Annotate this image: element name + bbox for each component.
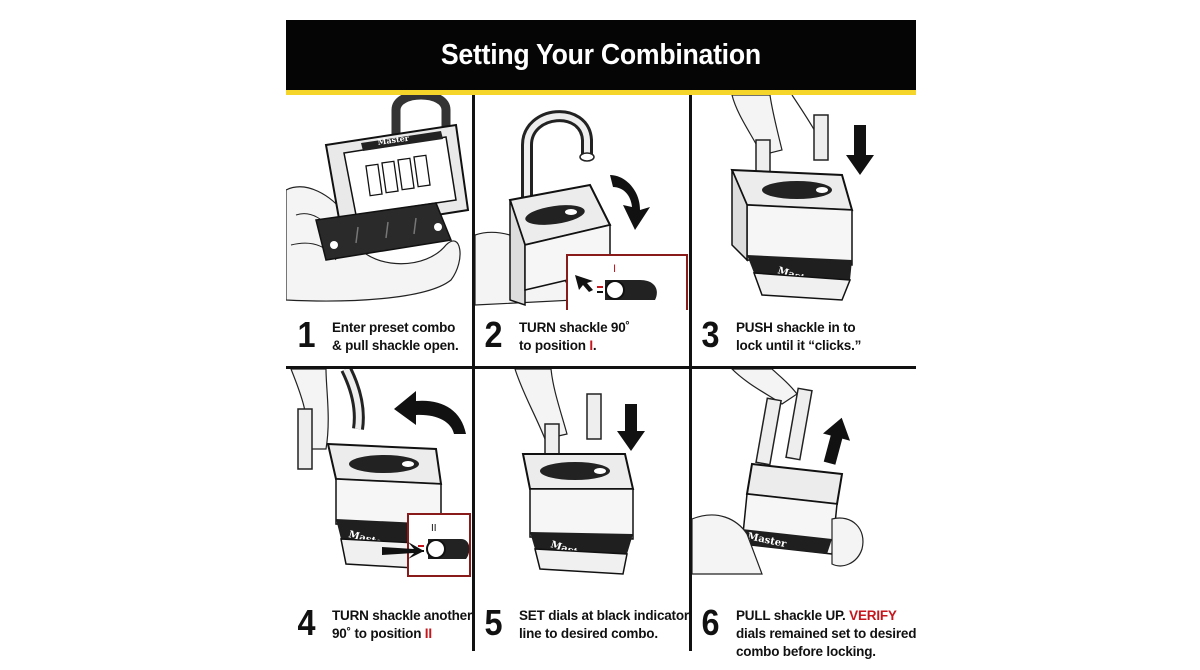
step-number: 6: [701, 602, 720, 643]
step-instruction: SET dials at black indicator line to des…: [519, 608, 689, 641]
step-2-panel: I 2 TURN shackle 90˚ to position I.: [475, 95, 689, 366]
step-2-caption: 2 TURN shackle 90˚ to position I.: [483, 314, 631, 355]
step-6-panel: Master 6 PULL shackle UP. VERIFY dials r…: [692, 369, 916, 659]
step-instruction: PUSH shackle in to lock until it “clicks…: [736, 320, 862, 353]
page-title: Setting Your Combination: [441, 38, 761, 71]
padlock-brand-label: Master: [377, 133, 410, 147]
title-banner: Setting Your Combination: [286, 20, 916, 90]
step-number: 4: [297, 602, 316, 643]
step-2-illustration: I: [475, 110, 688, 310]
step-4-panel: Master II 4 TURN shackle another 90˚ to …: [286, 369, 472, 651]
step-instruction: TURN shackle another 90˚ to position II: [332, 608, 473, 641]
grid-divider-horizontal: [286, 366, 916, 369]
pointer-arrow-icon: [575, 275, 593, 292]
grid-divider-vertical-1: [472, 95, 475, 651]
pointer-arrow-icon: [382, 542, 424, 559]
combination-dials: [365, 154, 431, 197]
step-3-illustration: Master: [730, 95, 874, 301]
rotate-back-arrow-icon: [394, 391, 466, 434]
step-number: 1: [297, 314, 316, 355]
push-down-arrow-icon: [617, 404, 645, 451]
step-1-illustration: Master: [286, 95, 470, 302]
step-6-illustration: Master: [692, 369, 864, 575]
step-number: 2: [484, 314, 503, 355]
accent-stripe: [286, 90, 916, 95]
step-instruction: Enter preset combo & pull shackle open.: [332, 320, 459, 353]
position-inset: I: [566, 254, 688, 310]
step-4-caption: 4 TURN shackle another 90˚ to position I…: [296, 602, 473, 643]
rotate-arrow-icon: [610, 175, 650, 230]
step-6-caption: 6 PULL shackle UP. VERIFY dials remained…: [700, 602, 917, 661]
step-instruction: PULL shackle UP. VERIFY dials remained s…: [736, 608, 917, 659]
position-inset: II: [382, 513, 471, 577]
position-mark: I: [613, 263, 616, 275]
pull-up-arrow-icon: [822, 417, 851, 465]
step-5-illustration: Master: [514, 369, 645, 575]
push-down-arrow-icon: [846, 125, 874, 175]
step-1-caption: 1 Enter preset combo & pull shackle open…: [296, 314, 459, 355]
instruction-sheet: Setting Your Combination Master: [286, 20, 916, 659]
step-4-illustration: Master II: [290, 369, 471, 577]
step-number: 3: [701, 314, 720, 355]
position-mark: II: [431, 523, 437, 534]
step-3-panel: Master 3 PUSH shackle in to lock until i…: [692, 95, 916, 366]
step-instruction: TURN shackle 90˚ to position I.: [519, 320, 630, 353]
grid-divider-vertical-2: [689, 95, 692, 651]
step-5-panel: Master 5 SET dials at black indicator li…: [475, 369, 689, 651]
step-number: 5: [484, 602, 503, 643]
step-5-caption: 5 SET dials at black indicator line to d…: [483, 602, 690, 643]
step-3-caption: 3 PUSH shackle in to lock until it “clic…: [700, 314, 862, 355]
step-1-panel: Master 1 Enter preset combo & pull shack…: [286, 95, 472, 366]
